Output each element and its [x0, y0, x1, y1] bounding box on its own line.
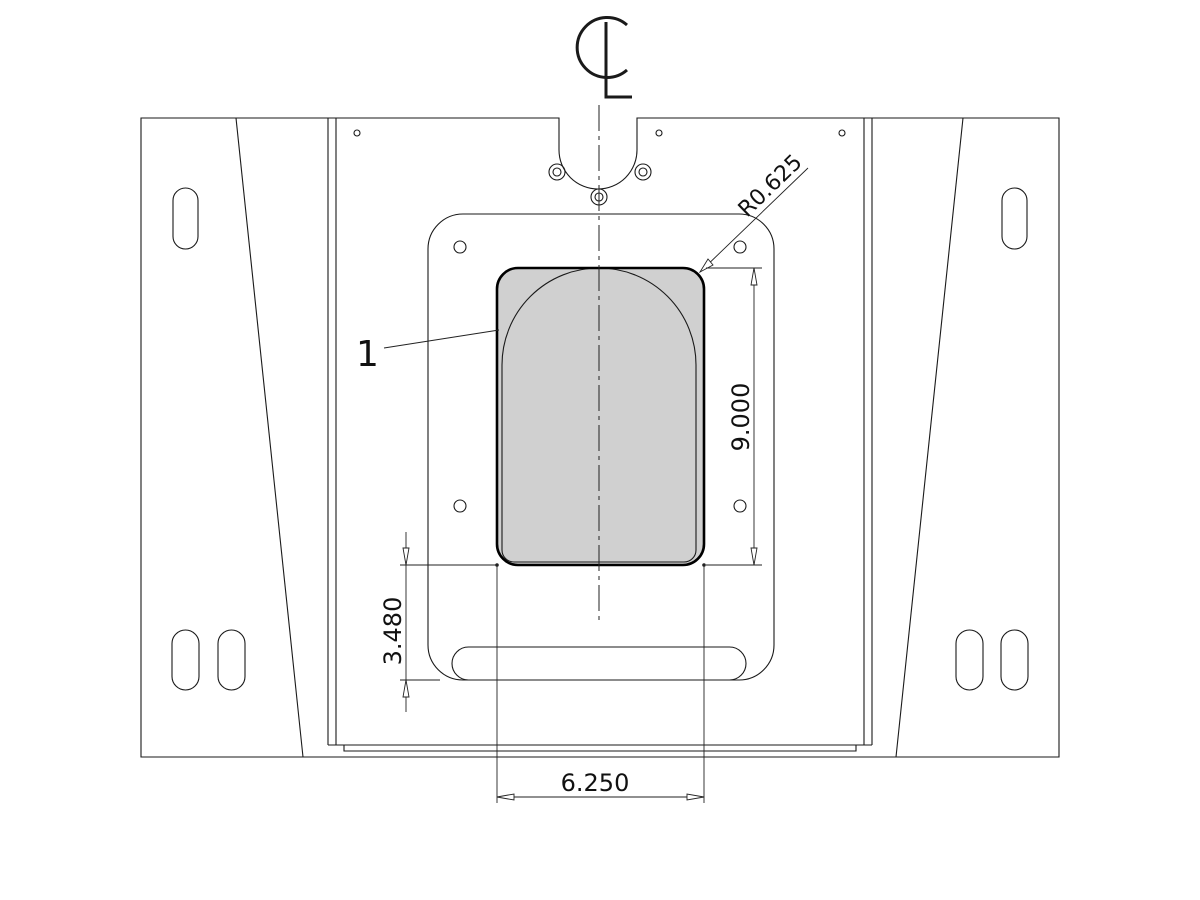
- dim-height-label: 9.000: [727, 383, 755, 452]
- bolt-pattern: [548, 163, 652, 206]
- offset-dimension: 3.480: [379, 532, 497, 712]
- height-dimension: 9.000: [706, 267, 762, 566]
- radius-label: R0.625: [734, 150, 808, 222]
- callout-label: 1: [356, 334, 379, 375]
- dim-offset-label: 3.480: [379, 597, 407, 666]
- corner-holes: [353, 129, 846, 137]
- cutout-part-1: [495, 266, 706, 567]
- centerline-symbol: [575, 16, 632, 99]
- outer-frame: [140, 117, 1060, 758]
- radius-dimension: R0.625: [698, 150, 809, 274]
- side-slots: [171, 187, 1029, 691]
- callout-1: 1: [356, 329, 500, 375]
- mounting-plate: [427, 213, 775, 681]
- dim-width-label: 6.250: [561, 769, 630, 797]
- width-dimension: 6.250: [495, 563, 706, 803]
